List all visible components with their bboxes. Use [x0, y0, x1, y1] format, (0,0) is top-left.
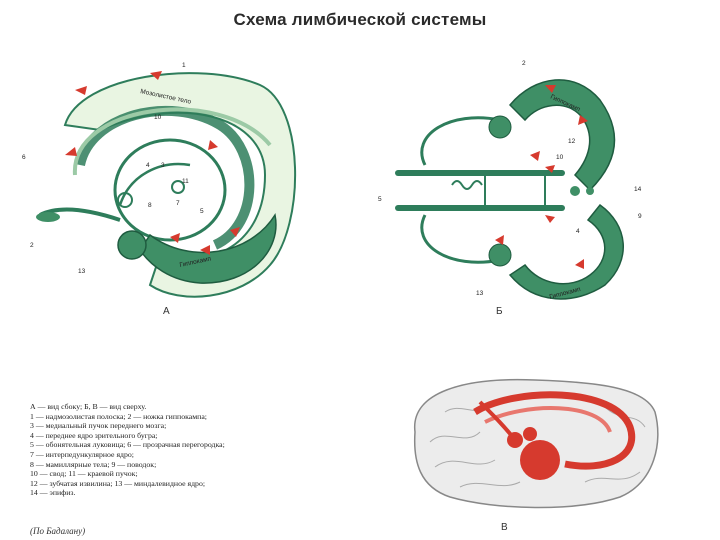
number-5: 5 — [200, 208, 204, 215]
number-b-9: 9 — [638, 213, 642, 220]
legend-line: 5 — обонятельная луковица; 6 — прозрачна… — [30, 440, 330, 450]
olfactory-bulb — [36, 212, 60, 222]
number-3: 3 — [161, 162, 165, 169]
legend-line: 1 — надмозолистая полоска; 2 — ножка гип… — [30, 412, 330, 422]
legend-line: 7 — интерпедункулярное ядро; — [30, 450, 330, 460]
number-6: 6 — [22, 154, 26, 161]
direction-arrows-b — [495, 85, 588, 269]
fornix-left-loop — [422, 118, 500, 165]
number-4: 4 — [146, 162, 150, 169]
number-13: 13 — [78, 268, 86, 275]
amygdala-upper — [489, 116, 511, 138]
panel-a-diagram: Мозолистое тело Гиппокамп 1 10 6 4 3 11 … — [20, 55, 310, 330]
number-11: 11 — [182, 178, 189, 185]
legend-line: 12 — зубчатая извилина; 13 — миндалевидн… — [30, 479, 330, 489]
amygdala-lower — [489, 244, 511, 266]
thalamus-ring — [115, 140, 225, 240]
number-7: 7 — [176, 200, 180, 207]
epiphysis — [570, 186, 580, 196]
panel-b-diagram: Гиппокамп Гиппокамп 2 12 10 14 9 4 5 13 … — [370, 55, 670, 325]
number-b-5: 5 — [378, 196, 382, 203]
number-8: 8 — [148, 202, 152, 209]
number-b-2: 2 — [522, 60, 526, 67]
red-amygdala — [520, 440, 560, 480]
number-2: 2 — [30, 242, 34, 249]
number-b-4: 4 — [576, 228, 580, 235]
page-title: Схема лимбической системы — [0, 10, 720, 30]
number-b-14: 14 — [634, 186, 642, 193]
panel-c-diagram: В — [405, 372, 675, 540]
central-tract — [485, 173, 545, 208]
hippocampus-lower — [510, 205, 623, 299]
number-b-12: 12 — [568, 138, 576, 145]
source-credit: (По Бадалану) — [30, 526, 85, 536]
legend-line: 8 — мамиллярные тела; 9 — поводок; — [30, 460, 330, 470]
legend-line: А — вид сбоку; Б, В — вид сверху. — [30, 402, 330, 412]
panel-c-letter: В — [501, 522, 508, 533]
legend-line: 10 — свод; 11 — краевой пучок; — [30, 469, 330, 479]
fornix-left-loop-lower — [422, 215, 500, 262]
legend-line: 3 — медиальный пучок переднего мозга; — [30, 421, 330, 431]
number-b-13: 13 — [476, 290, 484, 297]
panel-b-letter: Б — [496, 306, 503, 317]
number-1: 1 — [182, 62, 186, 69]
spiral-coil — [452, 181, 482, 189]
legend: А — вид сбоку; Б, В — вид сверху. 1 — на… — [30, 402, 330, 498]
panel-a-letter: А — [163, 306, 170, 317]
red-node-mid — [523, 427, 537, 441]
habenula-node — [586, 187, 594, 195]
number-b-10: 10 — [556, 154, 564, 161]
number-10: 10 — [154, 114, 162, 121]
legend-line: 4 — переднее ядро зрительного бугра; — [30, 431, 330, 441]
legend-line: 14 — эпифиз. — [30, 488, 330, 498]
amygdala-sphere — [118, 231, 146, 259]
